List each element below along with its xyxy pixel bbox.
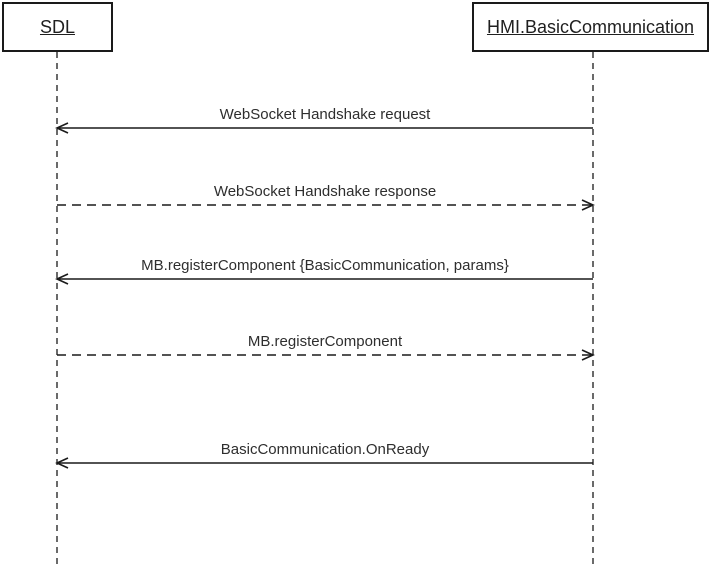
participant-label-sdl: SDL (39, 16, 75, 37)
message-label-3: MB.registerComponent {BasicCommunication… (141, 257, 509, 274)
message-arrowhead-5 (55, 457, 69, 469)
participant-box-sdl: SDL (2, 2, 113, 52)
participant-label-hmi: HMI.BasicCommunication (486, 16, 695, 37)
participant-box-hmi: HMI.BasicCommunication (472, 2, 709, 52)
message-arrowhead-2 (581, 199, 595, 211)
message-label-1: WebSocket Handshake request (219, 106, 431, 123)
message-arrowhead-4 (581, 349, 595, 361)
message-label-5: BasicCommunication.OnReady (220, 441, 430, 458)
message-arrowhead-3 (55, 273, 69, 285)
message-label-4: MB.registerComponent (247, 333, 403, 350)
message-arrowhead-1 (55, 122, 69, 134)
message-label-2: WebSocket Handshake response (213, 183, 437, 200)
